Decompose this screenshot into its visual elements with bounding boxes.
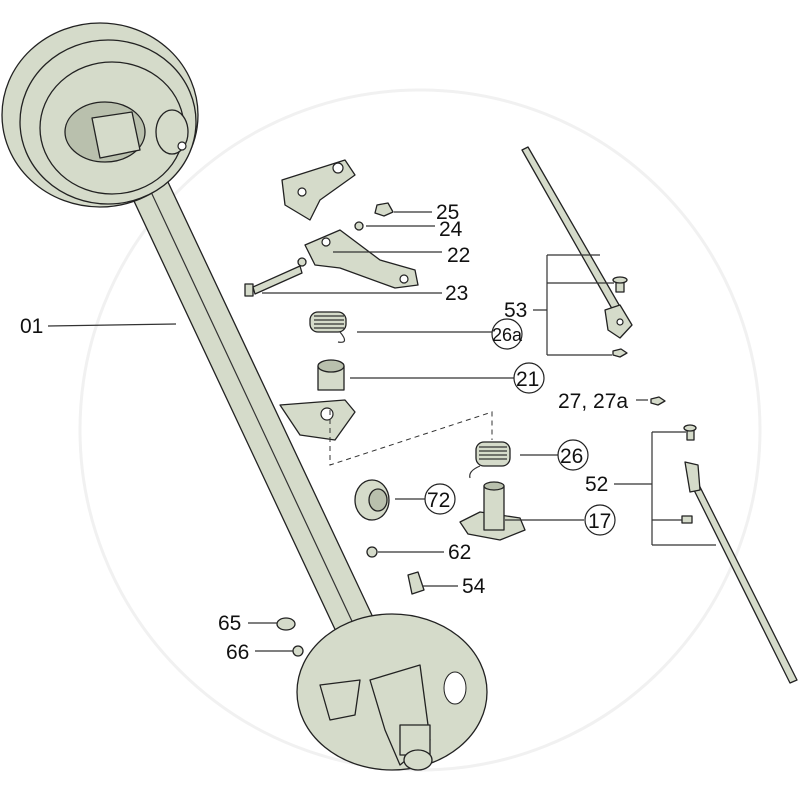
pin-17: [459, 481, 526, 541]
bracket-hole: [320, 407, 334, 421]
bushing-21: [317, 359, 345, 391]
nut-25: [374, 202, 394, 217]
spring-26a: [309, 311, 347, 343]
cable-52: [681, 424, 798, 684]
bushing-72: [354, 479, 390, 521]
brake-drum: [1, 22, 199, 208]
nut-27: [650, 396, 666, 406]
bolt-23: [244, 265, 303, 297]
lever-top: [281, 159, 356, 221]
label-25: 25: [436, 201, 459, 224]
label-22: 22: [447, 244, 470, 267]
label-circle-72: [424, 483, 456, 515]
backing-plate: [296, 613, 488, 771]
label-52: 52: [585, 473, 608, 496]
label-23: 23: [445, 282, 468, 305]
label-circle-21: [513, 362, 545, 394]
label-26a: 26a: [492, 325, 523, 345]
beam-bracket: [279, 399, 356, 441]
label-circle-26a: [491, 318, 523, 350]
label-62: 62: [448, 541, 471, 564]
label-72: 72: [427, 489, 450, 512]
cable-53: [521, 146, 633, 358]
label-24: 24: [439, 218, 463, 241]
label-circle-26: [557, 439, 589, 471]
label-66: 66: [226, 641, 249, 664]
label-54: 54: [462, 575, 486, 598]
spring-26: [469, 441, 511, 479]
screw-66: [292, 645, 304, 657]
label-53: 53: [504, 299, 527, 322]
part-62: [366, 546, 378, 558]
dashed-guide: [329, 410, 493, 466]
lever-22: [304, 229, 419, 289]
washer-65: [276, 617, 296, 631]
label-21: 21: [516, 368, 539, 391]
washer-24: [354, 221, 364, 231]
label-17: 17: [588, 510, 611, 533]
nut: [297, 257, 307, 267]
label-26: 26: [560, 445, 583, 468]
label-01: 01: [20, 315, 43, 338]
part-54: [407, 571, 425, 595]
label-65: 65: [218, 612, 241, 635]
label-circle-17: [584, 504, 616, 536]
leader-lines: [47, 211, 716, 652]
label-27-27a: 27, 27a: [558, 390, 628, 413]
